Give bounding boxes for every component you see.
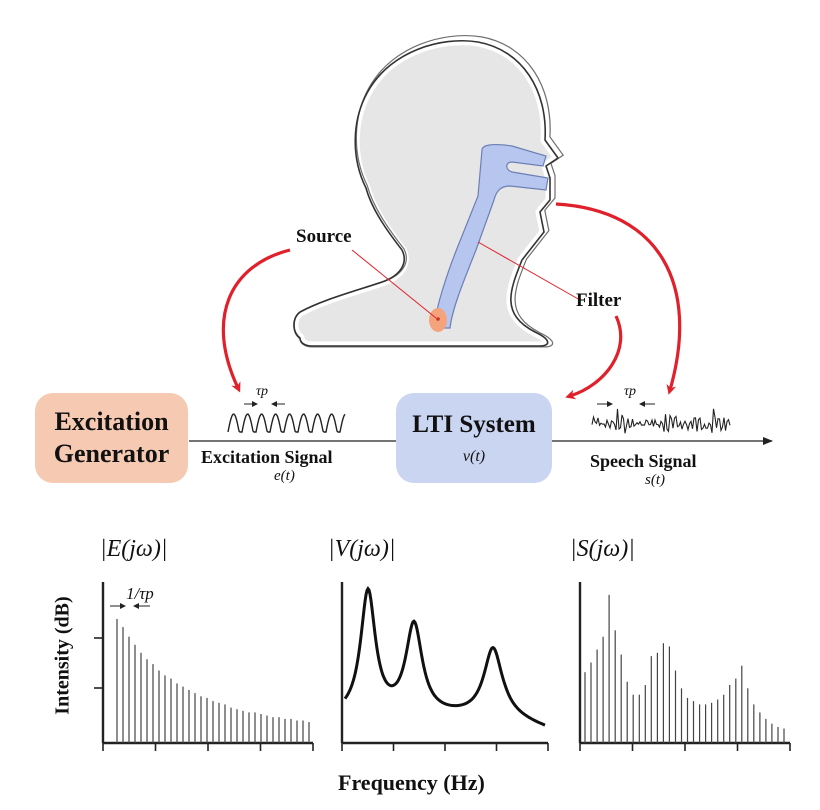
vocal-tract xyxy=(351,144,581,332)
filter-pointer-line xyxy=(477,241,581,301)
head-silhouette xyxy=(289,35,565,351)
speech-arrow xyxy=(555,202,682,395)
excitation-generator-line2: Generator xyxy=(53,439,170,468)
spectrum-E-panel xyxy=(94,582,314,751)
speech-signal-label: Speech Signal xyxy=(590,451,697,471)
lti-system-function: v(t) xyxy=(462,448,486,465)
tau-p-label-excitation: τp xyxy=(256,384,269,399)
spectrum-E-title: |E(jω)| xyxy=(100,536,168,562)
speech-waveform xyxy=(591,408,731,434)
vocal-tract-envelope xyxy=(343,586,546,727)
excitation-generator-line1: Excitation xyxy=(54,407,169,436)
source-arrow xyxy=(221,248,291,393)
excitation-function-label: e(t) xyxy=(274,468,295,484)
excitation-signal-label: Excitation Signal xyxy=(201,447,333,467)
filter-label: Filter xyxy=(576,290,622,311)
source-pointer-line xyxy=(351,249,437,319)
tau-p-label-speech: τp xyxy=(624,384,637,399)
lti-system-box: LTI System v(t) xyxy=(396,393,552,483)
source-label: Source xyxy=(296,226,352,247)
spectrum-V-title: |V(jω)| xyxy=(328,536,396,562)
x-axis-label: Frequency (Hz) xyxy=(338,770,485,795)
y-axis-label: Intensity (dB) xyxy=(51,596,74,715)
excitation-generator-box: Excitation Generator xyxy=(35,393,188,483)
excitation-waveform xyxy=(227,413,346,433)
spectrum-V-panel xyxy=(340,582,549,751)
lti-system-title: LTI System xyxy=(412,411,536,438)
harmonic-spacing-label: 1/τp xyxy=(126,584,154,603)
red-arrows xyxy=(221,202,682,400)
filter-arrow xyxy=(565,315,623,400)
spectrum-S-title: |S(jω)| xyxy=(570,536,635,562)
speech-function-label: s(t) xyxy=(645,472,665,488)
spectrum-S-panel xyxy=(578,582,791,751)
